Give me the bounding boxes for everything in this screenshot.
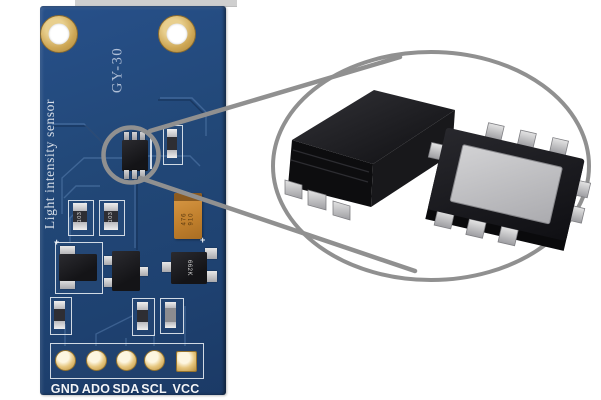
chip-pin (573, 179, 592, 199)
chip-pin (516, 129, 537, 149)
capacitor-polarity-band (174, 193, 202, 201)
pin-label-gnd: GND (50, 382, 80, 396)
resistor-terminal (165, 302, 176, 308)
pad-gnd (55, 350, 76, 371)
chip-top-face (292, 90, 455, 164)
chip-pin (124, 170, 129, 179)
resistor-outline (50, 297, 72, 335)
chip-body (428, 127, 585, 241)
transistor-leg (139, 267, 148, 276)
chip-pin (465, 218, 487, 239)
silkscreen-mark (150, 138, 152, 169)
chip-pin (549, 137, 569, 157)
resistor-terminal (73, 203, 87, 211)
resistor-marking: 103 (77, 211, 83, 222)
resistor-outline (160, 298, 184, 334)
resistor-terminal (54, 301, 65, 309)
diode-pad (60, 246, 75, 256)
pin-label-ado: ADO (81, 382, 111, 396)
resistor-outline: 103 (99, 200, 125, 236)
resistor-terminal (165, 322, 176, 328)
chip-pin (332, 200, 351, 221)
chip-pin (449, 156, 465, 172)
capacitor-marking-line1: 476 (181, 212, 188, 226)
chip-package-top-view (284, 90, 468, 221)
callout-magnified-circle (271, 50, 591, 282)
regulator-leg (205, 271, 217, 282)
diode-outline (55, 242, 103, 294)
chip-package-window-view (425, 122, 592, 251)
resistor (166, 129, 177, 158)
chip-front-face (288, 140, 373, 207)
resistor (136, 302, 148, 330)
capacitor-marking: 476 910 (182, 212, 195, 225)
chip-pin (433, 209, 455, 230)
chip-pin (451, 136, 468, 152)
chip-pin (484, 122, 505, 142)
pin-label-sda: SDA (112, 382, 140, 396)
mounting-hole-right-bore (166, 23, 188, 45)
pin-label-scl: SCL (141, 382, 167, 396)
resistor: 103 (104, 203, 118, 230)
sensor-window-edge (449, 144, 563, 225)
chip-pin (140, 170, 145, 179)
chip-mold-lines (290, 149, 370, 183)
model-label: GY-30 (109, 46, 126, 94)
resistor (54, 301, 65, 329)
resistor-outline (163, 125, 183, 165)
resistor-outline: 103 (68, 200, 94, 236)
resistor-terminal (136, 302, 148, 310)
resistor-outline (132, 298, 155, 336)
resistor-terminal (104, 203, 118, 211)
pad-sda (116, 350, 137, 371)
chip-pin (427, 141, 446, 161)
mounting-hole-left (40, 15, 78, 53)
resistor-terminal (166, 129, 177, 137)
resistor-terminal (54, 321, 65, 329)
chip-side-face (371, 110, 455, 207)
transistor-body (112, 251, 140, 291)
gy30-sensor-board: GY-30 Light intensity sensor 103 (40, 6, 226, 396)
chip-body (122, 140, 148, 171)
resistor: 103 (73, 203, 87, 230)
resistor-terminal (104, 222, 118, 230)
chip-thickness (425, 135, 584, 251)
resistor-terminal (73, 222, 87, 230)
transistor-leg (104, 256, 113, 265)
pad-scl (144, 350, 165, 371)
diode-pad (60, 279, 75, 289)
capacitor-marking-line2: 910 (188, 212, 194, 226)
chip-pin (284, 179, 303, 200)
resistor-marking: 103 (108, 211, 114, 222)
polarity-plus-mark: + (200, 235, 206, 245)
resistor (165, 302, 176, 328)
board-title: Light intensity sensor (42, 98, 57, 230)
chip-pin (307, 189, 327, 211)
sensor-window (450, 144, 563, 224)
pad-ado (86, 350, 107, 371)
chip-pin (567, 204, 586, 224)
mounting-hole-left-bore (48, 23, 70, 45)
chip-pin (132, 170, 137, 179)
tantalum-capacitor: 476 910 (174, 193, 202, 239)
pad-vcc (176, 351, 197, 372)
resistor-terminal (166, 150, 177, 158)
diode-body (59, 254, 97, 281)
regulator-marking: 662K (186, 259, 192, 277)
mounting-hole-right (158, 15, 196, 53)
resistor-terminal (136, 322, 148, 330)
chip-pin (497, 225, 519, 247)
pin-header-outline (50, 343, 204, 379)
transistor-leg (104, 278, 113, 287)
pin-label-vcc: VCC (172, 382, 200, 396)
regulator-body: 662K (171, 252, 207, 284)
